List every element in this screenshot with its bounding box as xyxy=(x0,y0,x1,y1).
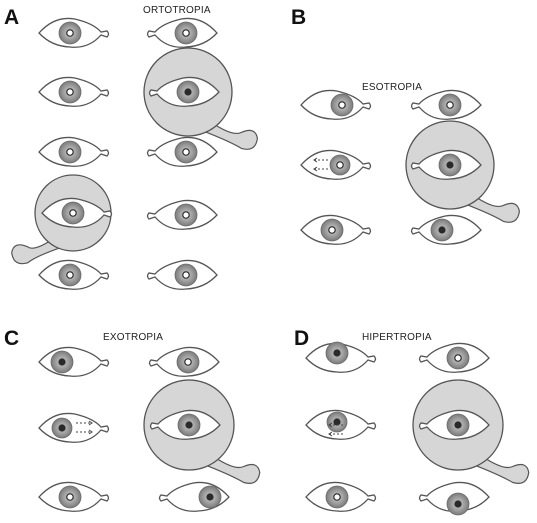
eye-icon xyxy=(146,17,218,48)
panel-letter-a: A xyxy=(4,6,19,29)
pupil xyxy=(333,349,341,357)
pupil xyxy=(454,500,462,508)
panel-title-b: ESOTROPIA xyxy=(362,82,422,93)
eye-icon xyxy=(38,76,110,107)
eye-icon xyxy=(38,136,110,167)
eye-icon xyxy=(41,197,113,228)
pupil xyxy=(333,418,341,426)
pupil xyxy=(66,148,74,156)
panel-letter-b: B xyxy=(291,6,306,29)
eye-icon xyxy=(418,481,490,516)
pupil xyxy=(446,161,454,169)
motion-arrows xyxy=(328,422,345,437)
panel-a-labels: A ORTOTROPIA xyxy=(4,5,211,29)
eye-icon xyxy=(38,259,110,290)
eye-icon xyxy=(410,214,482,245)
eye-icon xyxy=(146,259,218,290)
eyes xyxy=(38,17,490,516)
motion-arrows xyxy=(313,157,330,172)
eye-icon xyxy=(38,17,110,48)
panel-c-labels: C EXOTROPIA xyxy=(4,327,163,350)
eye-icon xyxy=(418,342,490,373)
eye-icon xyxy=(410,89,482,120)
pupil xyxy=(69,209,77,217)
eye-icon xyxy=(38,481,110,512)
pupil xyxy=(58,424,66,432)
eye-icon xyxy=(305,481,377,512)
eye-icon xyxy=(300,149,372,180)
eye-icon xyxy=(158,481,230,512)
panel-title-d: HIPERTROPIA xyxy=(362,332,432,343)
pupil xyxy=(438,226,446,234)
eye-icon xyxy=(305,409,377,440)
pupil xyxy=(66,29,74,37)
pupil xyxy=(66,271,74,279)
panel-b-labels: B ESOTROPIA xyxy=(291,6,422,93)
pupil xyxy=(182,271,190,279)
cover-discs xyxy=(11,47,530,484)
pupil xyxy=(182,148,190,156)
eye-icon xyxy=(300,89,372,120)
pupil xyxy=(58,358,66,366)
eyelid-outline xyxy=(38,346,110,377)
motion-arrows xyxy=(76,420,93,435)
eye-icon xyxy=(146,136,218,167)
pupil xyxy=(66,88,74,96)
eyelid-outline xyxy=(38,412,110,443)
pupil xyxy=(338,101,346,109)
pupil xyxy=(454,421,462,429)
eye-icon xyxy=(148,346,220,377)
eye-icon xyxy=(38,346,110,377)
pupil xyxy=(333,493,341,501)
panel-d-labels: D HIPERTROPIA xyxy=(294,327,432,350)
eye-icon xyxy=(410,149,482,180)
pupil xyxy=(184,88,192,96)
panel-letter-d: D xyxy=(294,327,309,350)
eye-icon xyxy=(38,412,110,443)
pupil xyxy=(336,161,344,169)
eye-icon xyxy=(418,409,490,440)
pupil xyxy=(446,101,454,109)
panel-title-c: EXOTROPIA xyxy=(103,332,163,343)
pupil xyxy=(182,211,190,219)
pupil xyxy=(66,493,74,501)
eye-icon xyxy=(148,76,220,107)
panel-letter-c: C xyxy=(4,327,19,350)
pupil xyxy=(454,354,462,362)
pupil xyxy=(185,421,193,429)
pupil xyxy=(206,493,214,501)
pupil xyxy=(184,358,192,366)
panel-title-a: ORTOTROPIA xyxy=(143,5,211,16)
eye-icon xyxy=(305,341,377,373)
pupil xyxy=(328,226,336,234)
eye-icon xyxy=(149,409,221,440)
pupil xyxy=(182,29,190,37)
eye-icon xyxy=(146,199,218,230)
eye-icon xyxy=(300,214,372,245)
